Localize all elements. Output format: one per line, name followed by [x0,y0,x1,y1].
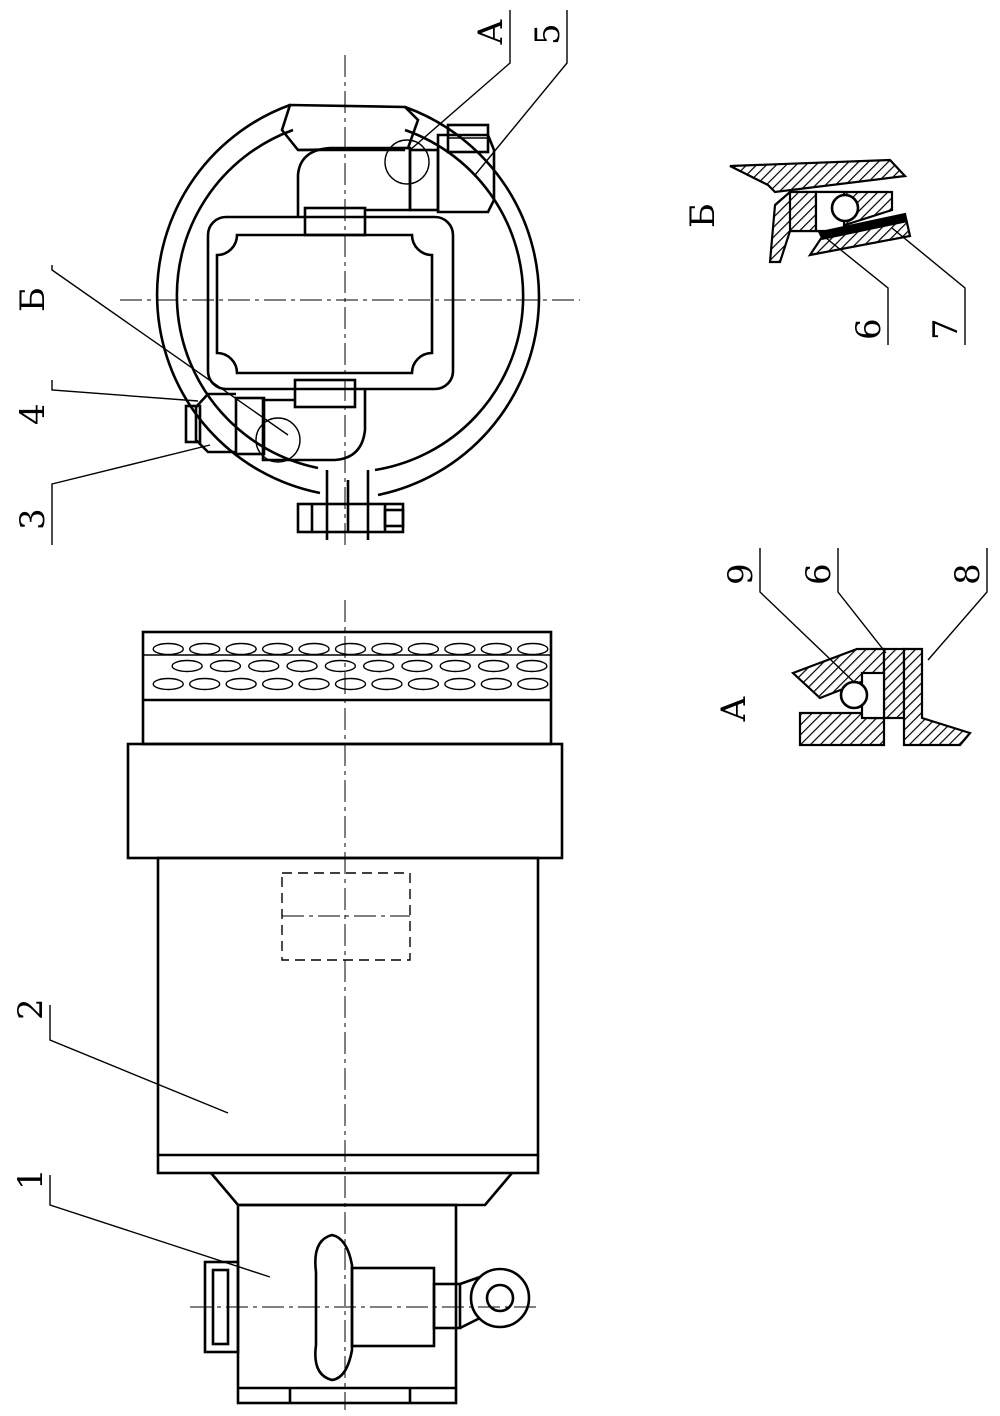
perforation-slots [152,642,549,691]
section-a-view [790,647,972,747]
label-part-6-a: 6 [799,563,839,585]
label-part-2: 2 [11,998,51,1020]
perforation-slot [188,677,221,691]
perforation-slot [444,677,476,691]
perforation-slot [225,642,257,656]
perforation-slot [480,642,513,656]
section-b-view [729,158,912,264]
label-part-5: 5 [528,23,568,45]
perforation-slot [261,677,294,691]
perforation-slot [248,659,280,673]
perforation-slot [517,677,549,691]
perforation-slot [225,677,257,691]
label-part-7: 7 [926,318,966,340]
perforation-slot [480,677,513,691]
label-callout-b: Б [13,287,53,312]
perforation-slot [371,677,403,691]
perforation-slot [334,642,367,656]
perforation-slot [188,642,221,656]
label-view-b-title: Б [683,203,723,228]
label-part-6-b: 6 [849,318,889,340]
label-part-8: 8 [948,563,988,585]
housing [156,856,540,1175]
perforation-slot [401,659,433,673]
perforation-slot [439,659,471,673]
lower-fitting [184,378,367,463]
leader-lines [49,10,988,1278]
perforation-slot [152,642,184,656]
perforation-slot [324,659,357,673]
label-part-1: 1 [11,1168,51,1190]
perforation-slot [171,659,203,673]
perforation-slot [209,659,242,673]
perforation-slot [362,659,395,673]
perforation-slot [298,642,330,656]
perforation-slot [261,642,294,656]
square-flange [206,215,455,391]
upper-fitting [296,123,496,237]
ball-7 [830,193,860,223]
label-part-3: 3 [13,508,53,530]
labels: 1 2 3 4 Б А 5 Б 6 7 9 6 8 А [11,19,988,1190]
perforation-slot [334,677,367,691]
perforated-end [141,630,553,746]
ball-9 [839,680,869,710]
perforation-slot [371,642,403,656]
perforation-slot [298,677,330,691]
cap [190,1172,540,1405]
perforation-slot [477,659,510,673]
perforation-slot [407,677,440,691]
side-view [126,600,564,1410]
clamp-ring [155,103,541,540]
label-part-9: 9 [721,563,761,585]
perforation-slot [444,642,476,656]
label-callout-a: А [471,19,511,45]
label-view-a-title: А [714,696,754,722]
perforation-slot [407,642,440,656]
perforation-slot [516,659,548,673]
perforation-slot [286,659,318,673]
label-part-4: 4 [13,403,53,425]
end-view [120,55,580,545]
perforation-slot [152,677,184,691]
perforation-slot [517,642,549,656]
